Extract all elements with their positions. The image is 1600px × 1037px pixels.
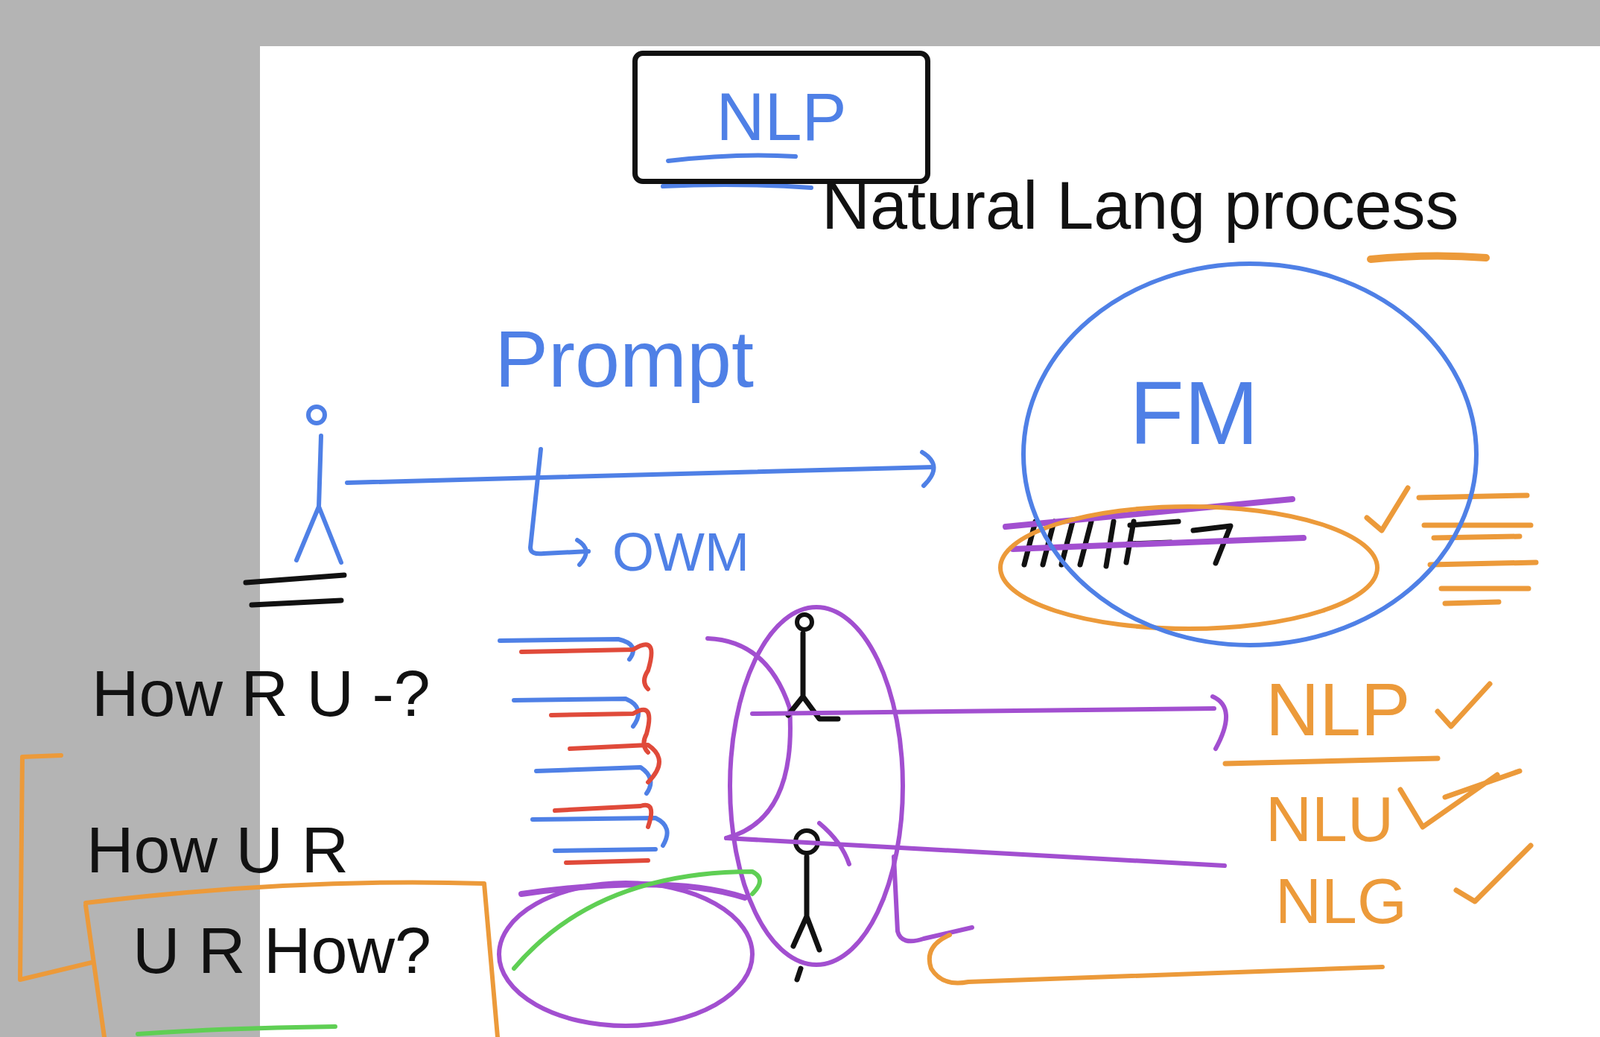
node-text: NLP xyxy=(715,78,847,157)
term-label: NLP xyxy=(1265,666,1411,753)
red-lines xyxy=(521,644,660,863)
model-ellipse: FM xyxy=(1020,260,1480,649)
expansion-note: Natural Lang process xyxy=(821,167,1459,246)
person-body xyxy=(296,435,342,563)
orange-line xyxy=(929,934,1383,984)
example-text: How U R xyxy=(86,811,349,888)
node-text: FM xyxy=(1129,361,1259,465)
example-text: How R U -? xyxy=(91,655,431,731)
title-box: NLP xyxy=(632,50,931,184)
arrow-head xyxy=(922,452,935,486)
term-label: NLU xyxy=(1265,782,1394,856)
branch-label: OWM xyxy=(612,521,750,584)
orange-underline xyxy=(1370,255,1487,260)
empty-circle xyxy=(499,882,753,1026)
orange-circle xyxy=(1000,506,1378,629)
person-head xyxy=(797,614,812,630)
purple-curve xyxy=(707,638,791,838)
person-body xyxy=(793,856,820,980)
prompt-arrow xyxy=(347,467,934,483)
white-board xyxy=(259,46,1600,1037)
person-head xyxy=(308,406,325,424)
person-body xyxy=(788,633,838,719)
arrow-label: Prompt xyxy=(494,312,754,406)
person-underline xyxy=(245,575,345,605)
people-circle xyxy=(729,607,903,965)
ellipse-outline xyxy=(1023,263,1477,646)
arrow-head xyxy=(577,540,587,565)
orange-box xyxy=(85,881,498,1037)
orange-bracket xyxy=(20,755,92,980)
example-text: U R How? xyxy=(132,912,432,988)
term-label: NLG xyxy=(1275,864,1408,938)
purple-lines xyxy=(726,696,1227,941)
branch-arrow xyxy=(530,449,589,554)
